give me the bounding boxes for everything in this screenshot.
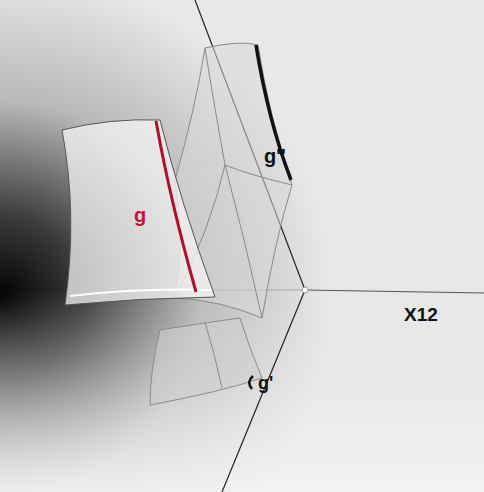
axis-line — [305, 290, 484, 293]
axis-label: X12 — [404, 305, 438, 324]
surface — [62, 120, 215, 305]
projection-label: g'' — [264, 146, 286, 166]
line-g1 — [249, 376, 253, 389]
floor-plane — [0, 290, 484, 492]
origin-dot — [302, 287, 308, 293]
line-label: g — [134, 205, 146, 225]
line-g — [156, 121, 196, 292]
horizontal-projection — [150, 318, 262, 405]
line-g2 — [256, 45, 291, 180]
projection-label: g' — [258, 374, 273, 392]
